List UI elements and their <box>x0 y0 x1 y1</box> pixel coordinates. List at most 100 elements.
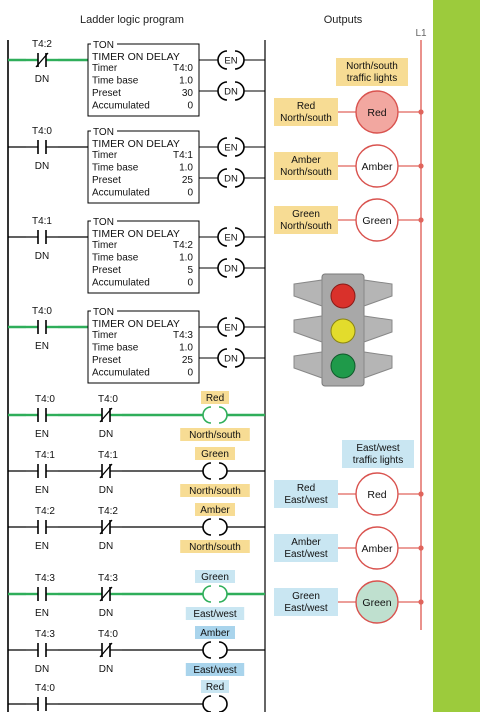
signal-red-lamp <box>330 283 356 309</box>
ton-param-value: 0 <box>187 101 193 112</box>
ton-instruction-label: TON <box>93 307 114 318</box>
rung-coil-top-label: Red <box>206 393 224 404</box>
timer-contact-bit: DN <box>35 161 49 172</box>
rung-output-coil-arc-left <box>202 406 212 424</box>
rung-coil-bottom-label: North/south <box>189 542 241 553</box>
lamp-tag-line: Amber <box>291 537 321 548</box>
ton-en-coil-arc-left <box>217 50 228 70</box>
rail-junction-dot <box>418 599 424 605</box>
output-group-label-line: traffic lights <box>347 73 397 84</box>
ton-param-value: 1.0 <box>179 163 193 174</box>
ton-param-label: Timer <box>92 63 118 74</box>
rung-coil-top-tag-bg <box>195 570 235 583</box>
ton-param-label: Preset <box>92 175 121 186</box>
rung-contact-2-nc-slash <box>99 586 113 602</box>
rung-coil-bottom-label: East/west <box>193 665 237 676</box>
ton-param-value: T4:3 <box>173 330 193 341</box>
rung-coil-top-label: Amber <box>200 505 230 516</box>
rung-coil-top-tag-bg <box>201 680 229 693</box>
timer-contact-tag: T4:2 <box>32 39 52 50</box>
timer-contact-bit: EN <box>35 341 49 352</box>
rung-contact-2-tag: T4:2 <box>98 506 118 517</box>
ton-instruction-box <box>87 43 200 117</box>
rung-output-coil-arc-right <box>218 406 228 424</box>
ton-instruction-label: TON <box>93 217 114 228</box>
rail-junction-dot <box>418 109 424 115</box>
timer-contact-tag: T4:0 <box>32 126 52 137</box>
ton-param-label: Timer <box>92 240 118 251</box>
ton-en-coil-label: EN <box>224 143 237 154</box>
ton-param-label: Accumulated <box>92 278 150 289</box>
rung-coil-bottom-tag-bg <box>180 540 250 553</box>
ton-param-label: Timer <box>92 330 118 341</box>
ton-param-label: Preset <box>92 265 121 276</box>
rung-coil-bottom-label: North/south <box>189 486 241 497</box>
rung-coil-top-tag-bg <box>201 391 229 404</box>
rung-contact-1-tag: T4:3 <box>35 573 55 584</box>
ton-param-value: 25 <box>182 175 194 186</box>
rung-output-coil-arc-left <box>202 641 212 659</box>
lamp-tag-line: East/west <box>284 603 328 614</box>
ton-dn-coil-arc-left <box>217 168 228 188</box>
rung-contact-1-tag: T4:3 <box>35 629 55 640</box>
signal-visor-right-0 <box>363 279 393 307</box>
rung-contact-2-bit: DN <box>99 485 113 496</box>
ton-param-label: Time base <box>92 163 139 174</box>
ton-param-value: 1.0 <box>179 343 193 354</box>
ton-box-title: TIMER ON DELAY <box>92 138 180 150</box>
rung-coil-top-label: Red <box>206 682 224 693</box>
signal-visor-left-1 <box>293 315 323 343</box>
ton-en-coil-label: EN <box>224 233 237 244</box>
ton-en-coil-arc-left <box>217 137 228 157</box>
lamp-tag-bg <box>274 206 338 234</box>
output-lamp-label: Amber <box>362 543 393 555</box>
rail-junction-dot <box>418 163 424 169</box>
ton-box-title: TIMER ON DELAY <box>92 318 180 330</box>
rung-contact-2-tag: T4:0 <box>98 629 118 640</box>
ton-instruction-label: TON <box>93 40 114 51</box>
rung-contact-2-bit: DN <box>99 608 113 619</box>
rung-contact-2-nc-slash <box>99 407 113 423</box>
ton-param-value: 1.0 <box>179 253 193 264</box>
rail-junction-dot <box>418 217 424 223</box>
lamp-tag-line: Green <box>292 591 320 602</box>
rung-coil-bottom-label: North/south <box>189 430 241 441</box>
rung-contact-2-tag: T4:0 <box>98 394 118 405</box>
signal-amber-lamp <box>330 318 356 344</box>
rail-junction-dot <box>418 545 424 551</box>
rung-coil-top-label: Green <box>201 572 229 583</box>
rung-output-coil-arc-right <box>218 462 228 480</box>
ton-dn-coil-arc-left <box>217 258 228 278</box>
rung-contact-2-nc-slash <box>99 463 113 479</box>
lamp-tag-line: North/south <box>280 221 332 232</box>
ton-param-value: 0 <box>187 368 193 379</box>
ton-param-label: Accumulated <box>92 101 150 112</box>
ton-label-gap <box>91 126 117 136</box>
rung-contact-1-tag: T4:0 <box>35 394 55 405</box>
ton-dn-coil-arc-left <box>217 348 228 368</box>
rung-coil-bottom-tag-bg <box>185 663 245 676</box>
output-group-label-line: East/west <box>356 443 400 454</box>
lamp-tag-bg <box>274 588 338 616</box>
lamp-tag-line: Amber <box>291 155 321 166</box>
ton-param-value: 30 <box>182 88 194 99</box>
rung-coil-top-tag-bg <box>195 503 235 516</box>
traffic-signal-illustration <box>293 273 393 387</box>
ton-param-value: T4:1 <box>173 150 193 161</box>
rung-output-coil-arc-right <box>218 585 228 603</box>
signal-visor-left-2 <box>293 351 323 379</box>
output-group-label-line: North/south <box>346 61 398 72</box>
rung-contact-1-bit: EN <box>35 541 49 552</box>
ton-dn-coil-label: DN <box>224 174 238 185</box>
ton-en-coil-label: EN <box>224 56 237 67</box>
lamp-tag-line: East/west <box>284 549 328 560</box>
